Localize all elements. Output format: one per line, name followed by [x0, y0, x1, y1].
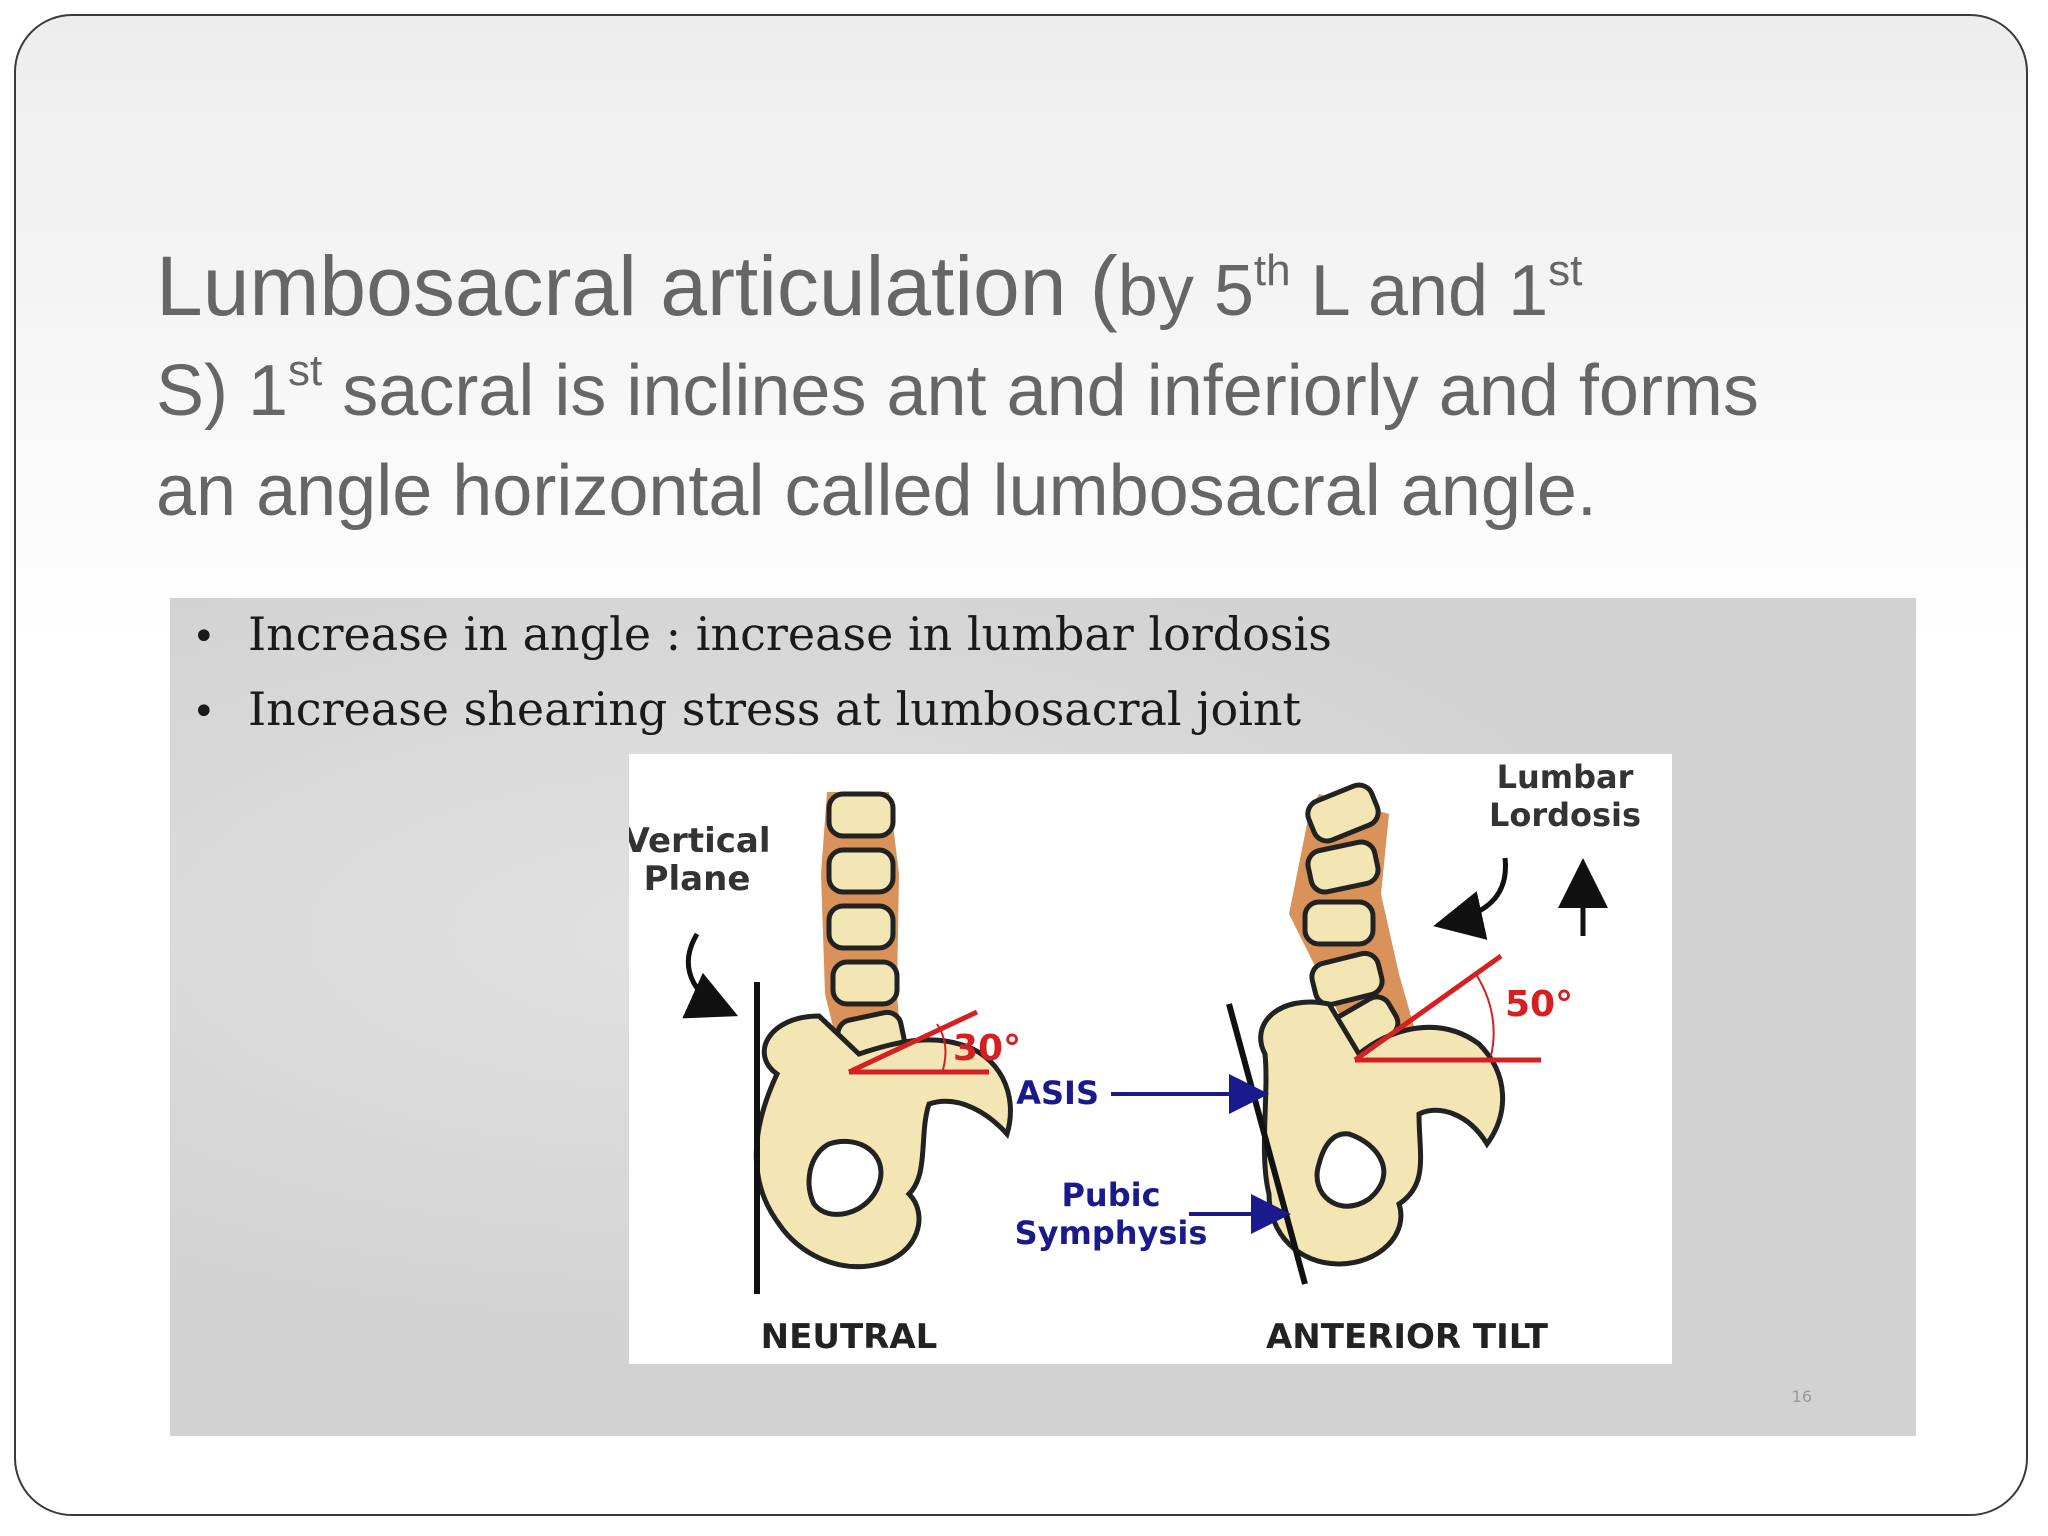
neutral-caption: NEUTRAL — [761, 1317, 938, 1357]
title-line-2: S) 1st sacral is inclines ant and inferi… — [156, 341, 1956, 441]
title-superscript: th — [1253, 246, 1291, 295]
neutral-vertebra — [830, 959, 900, 1007]
neutral-obturator-foramen — [806, 1138, 884, 1217]
vertical-plane-label: Vertical — [629, 821, 770, 861]
figure-image: • Increase in angle : increase in lumbar … — [170, 598, 1916, 1436]
tilt-vertebra — [1309, 950, 1385, 1008]
anterior-tilt-caption: ANTERIOR TILT — [1266, 1317, 1549, 1357]
tilt-vertebra — [1302, 899, 1376, 947]
tilt-obturator-foramen — [1314, 1131, 1387, 1209]
neutral-angle-arc — [936, 1023, 947, 1071]
tilt-vertebra — [1305, 839, 1381, 895]
pubic-symphysis-label: Pubic — [1061, 1176, 1160, 1214]
bullet-text: Increase shearing stress at lumbosacral … — [248, 682, 1302, 736]
neutral-sacral-line — [847, 1009, 979, 1075]
neutral-angle-label: 30° — [953, 1028, 1021, 1069]
tilt-angle-arc — [1476, 975, 1495, 1057]
title-superscript: st — [1548, 246, 1583, 295]
vertical-plane-arrow-icon — [682, 932, 739, 1019]
neutral-vertebra — [826, 791, 896, 839]
title-text: sacral is inclines ant and inferiorly an… — [322, 351, 1759, 431]
pelvis-diagram: 30° Vertical Plane NEUTRAL — [629, 754, 1672, 1364]
tilt-plane-line — [1226, 1003, 1308, 1285]
slide: Lumbosacral articulation (by 5th L and 1… — [14, 14, 2028, 1516]
neutral-vertebra — [826, 847, 896, 895]
bullet-dot-icon: • — [192, 689, 216, 735]
title-superscript: st — [288, 346, 323, 395]
tilt-vertebra — [1305, 782, 1381, 844]
bullet-item: • Increase shearing stress at lumbosacral… — [192, 673, 1332, 748]
bullet-item: • Increase in angle : increase in lumbar … — [192, 598, 1332, 673]
asis-label: ASIS — [1016, 1074, 1099, 1112]
title-line-3: an angle horizontal called lumbosacral a… — [156, 451, 1597, 531]
slide-number: 16 — [1791, 1387, 1812, 1406]
title-text: Lumbosacral articulation ( — [156, 239, 1118, 333]
vertical-plane-label: Plane — [644, 859, 751, 899]
neutral-vertebra — [826, 903, 896, 951]
bullet-dot-icon: • — [192, 614, 216, 660]
pubic-symphysis-label: Symphysis — [1015, 1214, 1208, 1252]
lumbar-lordosis-label: Lumbar — [1497, 758, 1634, 796]
title-line-1: Lumbosacral articulation (by 5th L and 1… — [156, 234, 1956, 341]
tilt-angle-label: 50° — [1505, 984, 1573, 1025]
title-text: L and 1 — [1290, 251, 1549, 331]
bullet-list: • Increase in angle : increase in lumbar … — [192, 598, 1332, 748]
tilt-sacral-line — [1353, 953, 1503, 1063]
slide-title: Lumbosacral articulation (by 5th L and 1… — [156, 234, 1956, 541]
title-text: S) 1 — [156, 351, 289, 431]
neutral-figure: 30° Vertical Plane NEUTRAL — [629, 791, 1021, 1357]
bullet-text: Increase in angle : increase in lumbar l… — [248, 607, 1332, 661]
title-text: by 5 — [1117, 251, 1254, 331]
anterior-tilt-figure: 50° Lumbar Lordosis ASIS Pubic Symphysis… — [1015, 758, 1641, 1357]
lumbar-lordosis-label: Lordosis — [1489, 796, 1641, 834]
lordosis-curved-arrow-icon — [1433, 857, 1508, 940]
